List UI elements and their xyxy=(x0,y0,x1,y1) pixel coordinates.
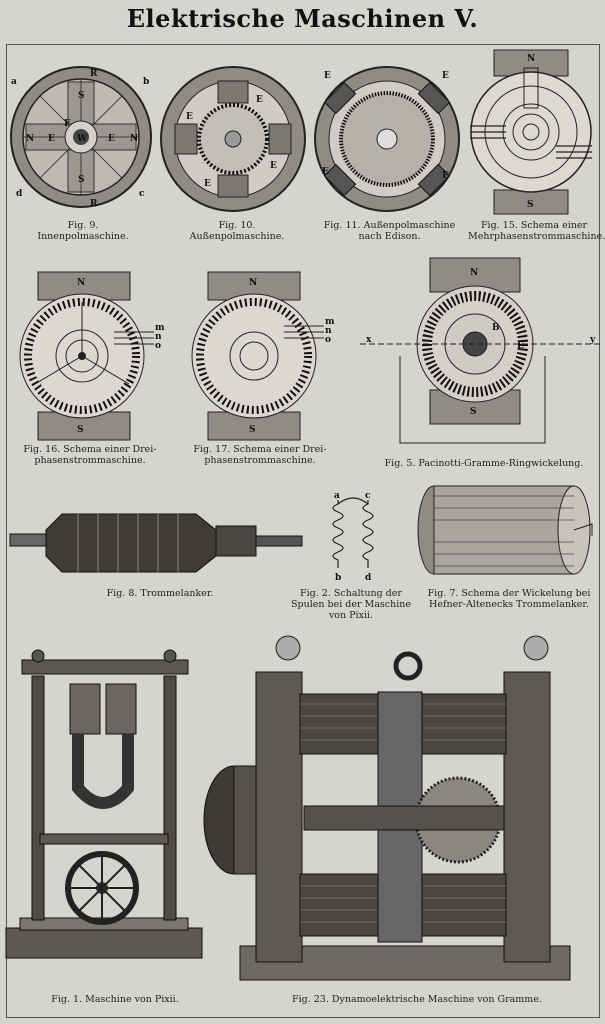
fig15-illustration: N S xyxy=(470,49,592,215)
label-E: E xyxy=(324,71,331,81)
label-R: R xyxy=(90,69,98,79)
label-N: N xyxy=(527,54,535,64)
label-b: b xyxy=(335,573,341,583)
caption-fig17: Fig. 17. Schema einer Drei- phasenstromm… xyxy=(193,444,327,466)
label-a: a xyxy=(334,491,340,501)
caption-fig16: Fig. 16. Schema einer Drei- phasenstromm… xyxy=(23,444,157,466)
fig17-illustration: N S m n o xyxy=(191,271,335,441)
label-S: S xyxy=(249,425,256,435)
caption-fig10: Fig. 10. Außenpolmaschine. xyxy=(189,220,285,242)
caption-fig9: Fig. 9. Innenpolmaschine. xyxy=(37,220,129,242)
label-R: R xyxy=(90,199,98,209)
label-d: d xyxy=(365,573,372,583)
caption-fig8: Fig. 8. Trommelanker. xyxy=(106,588,214,599)
label-c: c xyxy=(365,491,371,501)
fig16-illustration: N S m n o xyxy=(19,271,165,441)
label-E: E xyxy=(517,341,524,351)
label-a: a xyxy=(11,77,17,87)
label-W: W xyxy=(76,134,88,144)
label-x: x xyxy=(366,335,372,345)
fig5-illustration: x y N S B E xyxy=(360,257,600,444)
label-S: S xyxy=(78,91,85,101)
caption-fig7: Fig. 7. Schema der Wickelung bei Hefner-… xyxy=(427,588,591,610)
label-m: m xyxy=(325,317,335,327)
label-o: o xyxy=(155,341,161,351)
fig10-illustration: E E E E xyxy=(160,66,306,212)
caption-fig15: Fig. 15. Schema einer Mehrphasenstrommas… xyxy=(468,220,605,242)
label-E: E xyxy=(442,71,449,81)
fig23-illustration xyxy=(203,635,571,981)
fig7-illustration xyxy=(417,485,593,575)
fig1-illustration xyxy=(5,649,203,959)
plate-frame xyxy=(6,44,600,1018)
label-m: m xyxy=(155,323,165,333)
label-S: S xyxy=(77,425,84,435)
label-F: F xyxy=(64,119,71,129)
label-E: E xyxy=(108,134,115,144)
label-E: E xyxy=(48,134,55,144)
label-E: E xyxy=(204,179,211,189)
caption-fig2: Fig. 2. Schaltung der Spulen bei der Mas… xyxy=(290,588,412,621)
fig8-illustration xyxy=(9,513,303,573)
label-E: E xyxy=(256,95,263,105)
label-B: B xyxy=(492,323,500,333)
label-N: N xyxy=(470,268,478,278)
label-E: E xyxy=(270,161,277,171)
caption-fig11: Fig. 11. Außenpolmaschine nach Edison. xyxy=(323,220,456,242)
label-S: S xyxy=(527,200,534,210)
label-c: c xyxy=(139,189,145,199)
label-o: o xyxy=(325,335,331,345)
label-b: b xyxy=(143,77,149,87)
label-S: S xyxy=(470,407,477,417)
label-y: y xyxy=(589,335,596,345)
label-n: n xyxy=(325,326,332,336)
label-E: E xyxy=(322,167,329,177)
label-n: n xyxy=(155,332,162,342)
caption-fig1: Fig. 1. Maschine von Pixii. xyxy=(51,994,179,1005)
fig2-illustration: a c b d xyxy=(332,491,374,583)
label-E: E xyxy=(186,112,193,122)
label-N: N xyxy=(249,278,257,288)
caption-fig5: Fig. 5. Pacinotti-Gramme-Ringwickelung. xyxy=(384,458,584,469)
label-d: d xyxy=(16,189,23,199)
fig9-illustration: W R R S S N N E E F a b c d xyxy=(10,66,152,209)
label-N: N xyxy=(26,134,34,144)
plate-title: Elektrische Maschinen V. xyxy=(126,4,479,33)
label-E: E xyxy=(442,171,449,181)
caption-fig23: Fig. 23. Dynamoelektrische Maschine von … xyxy=(292,994,542,1005)
label-S: S xyxy=(78,175,85,185)
fig11-illustration: E E E E xyxy=(314,66,460,212)
label-N: N xyxy=(77,278,85,288)
label-N: N xyxy=(130,134,138,144)
